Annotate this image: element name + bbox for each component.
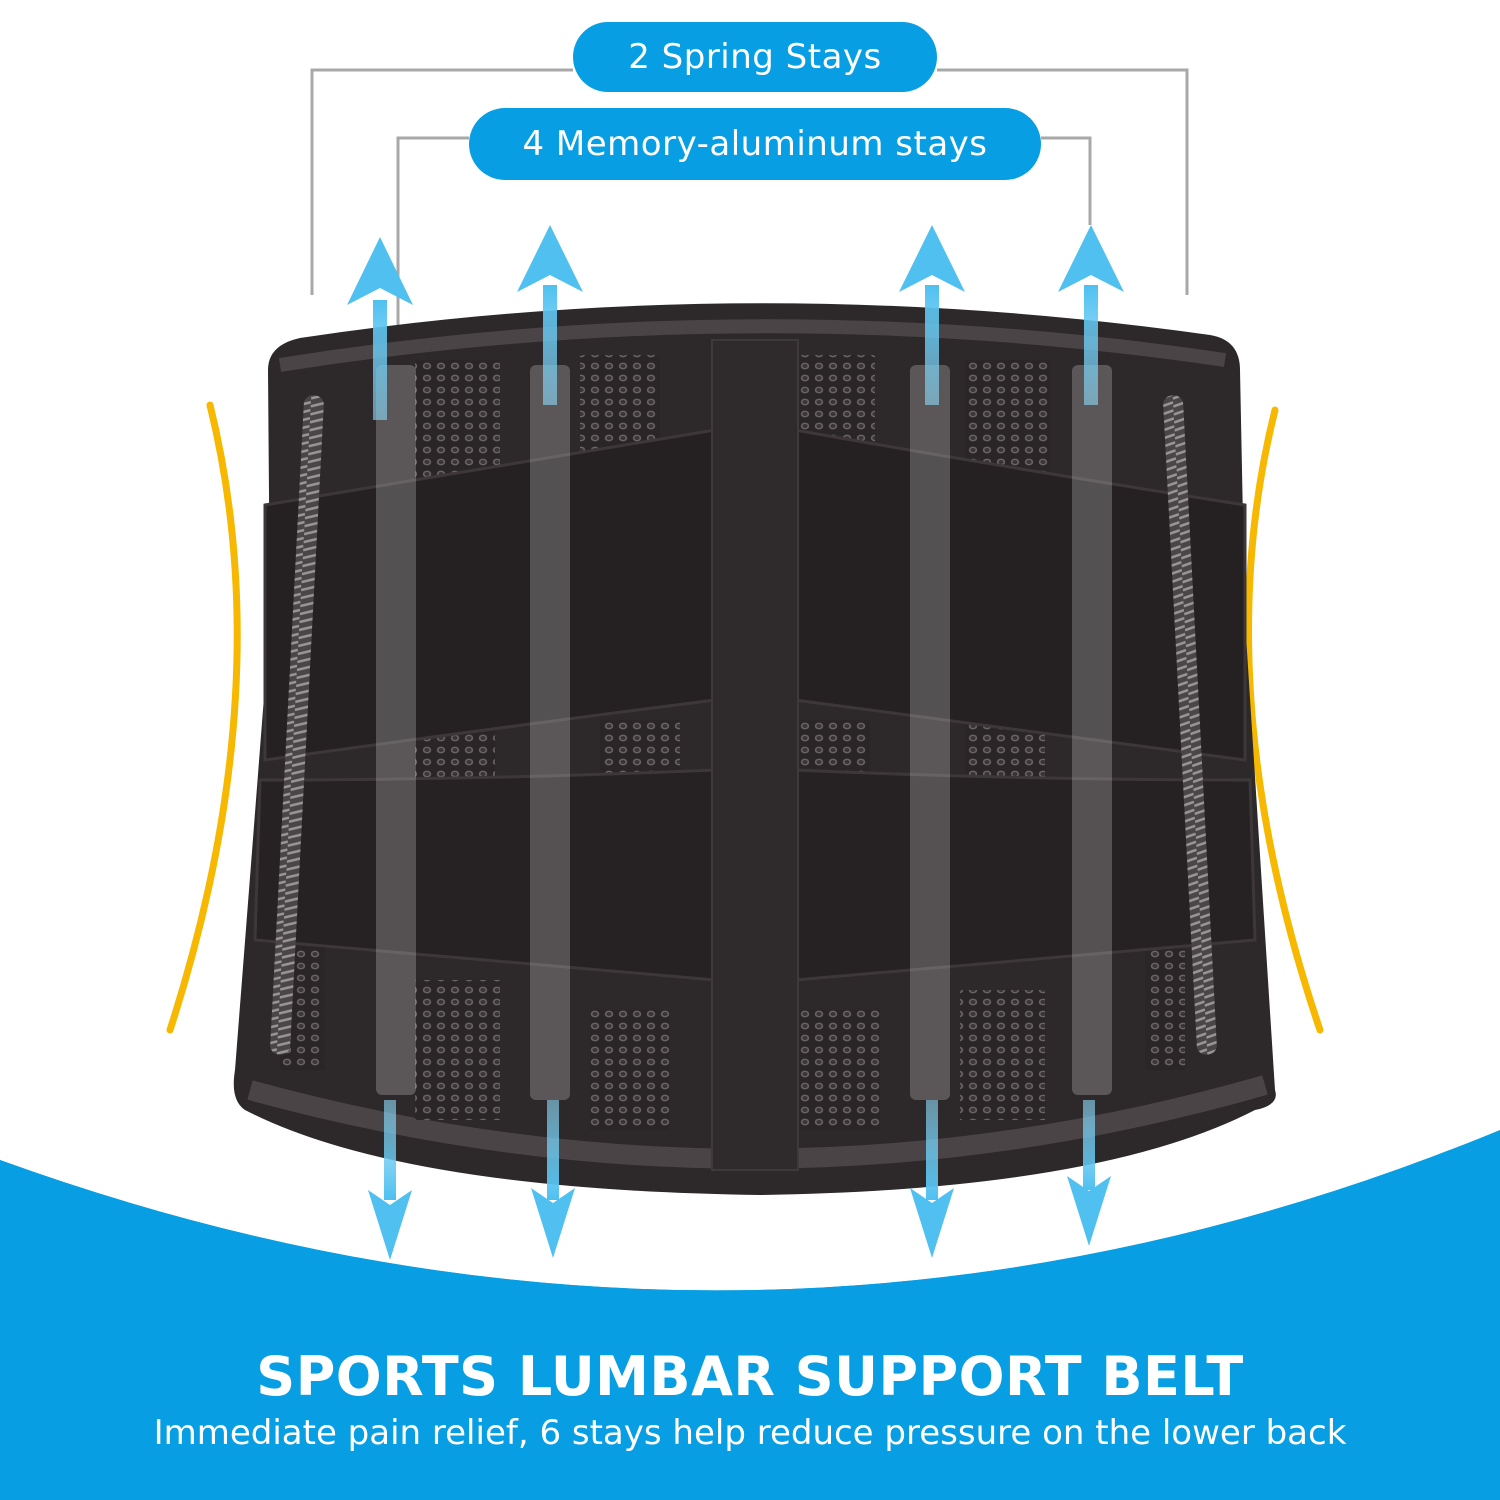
down-arrow-icon	[531, 1100, 575, 1258]
down-arrow-icon	[910, 1100, 954, 1258]
belt-image	[233, 303, 1276, 1195]
up-arrow-icon	[347, 237, 413, 420]
aluminum-stay-1	[376, 365, 416, 1095]
left-spring-stay	[270, 395, 324, 1055]
spring-stays-callout: 2 Spring Stays	[573, 22, 937, 92]
connector-lines	[310, 68, 1189, 340]
aluminum-stay-3	[910, 365, 950, 1100]
memory-aluminum-stays-callout: 4 Memory-aluminum stays	[469, 108, 1041, 180]
up-arrow-icon	[899, 225, 965, 405]
up-arrow-icon	[517, 225, 583, 405]
aluminum-stay-4	[1072, 365, 1112, 1095]
bottom-banner-shape	[0, 1100, 1500, 1500]
right-spring-stay	[1163, 395, 1217, 1055]
banner-title: SPORTS LUMBAR SUPPORT BELT	[256, 1345, 1244, 1408]
banner-subtitle: Immediate pain relief, 6 stays help redu…	[153, 1413, 1347, 1453]
up-arrow-icon	[1058, 225, 1124, 405]
down-arrows	[368, 1100, 1111, 1260]
right-curve-icon	[1245, 406, 1324, 1034]
down-arrow-icon	[1067, 1100, 1111, 1246]
left-curve-icon	[166, 401, 241, 1034]
aluminum-stay-2	[530, 365, 570, 1100]
up-arrows	[347, 225, 1124, 420]
down-arrow-icon	[368, 1100, 412, 1260]
